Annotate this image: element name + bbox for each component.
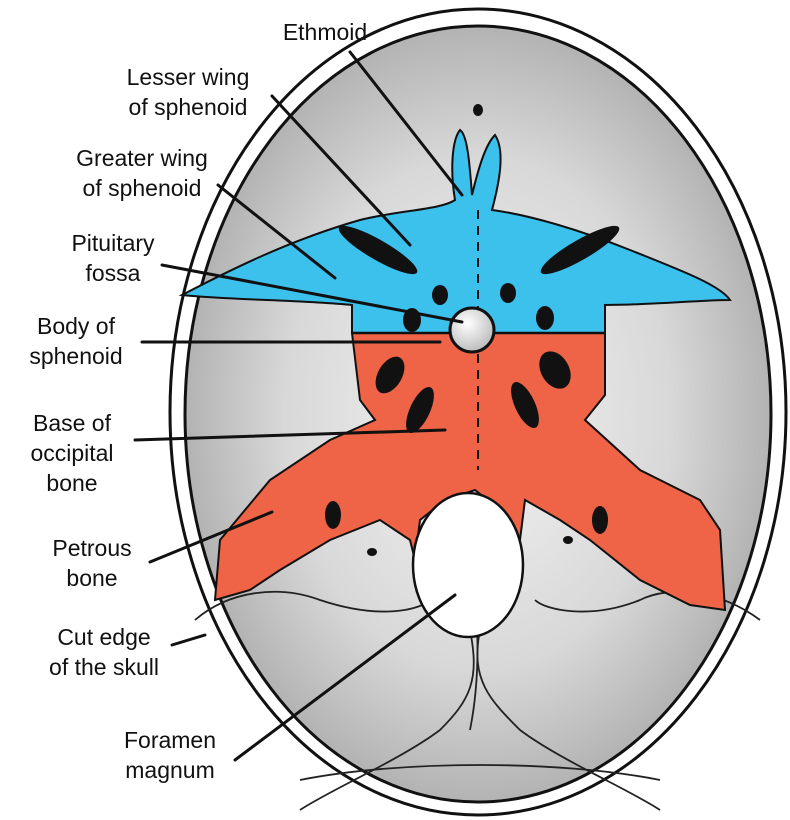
pituitary-fossa-circle bbox=[448, 306, 496, 354]
label-ethmoid: Ethmoid bbox=[282, 19, 368, 45]
foramen-magnum bbox=[411, 491, 525, 639]
foramina bbox=[325, 104, 620, 556]
leader-lines bbox=[133, 50, 464, 762]
occipital-petrous-region bbox=[213, 332, 727, 612]
sphenoid-region bbox=[178, 128, 732, 334]
